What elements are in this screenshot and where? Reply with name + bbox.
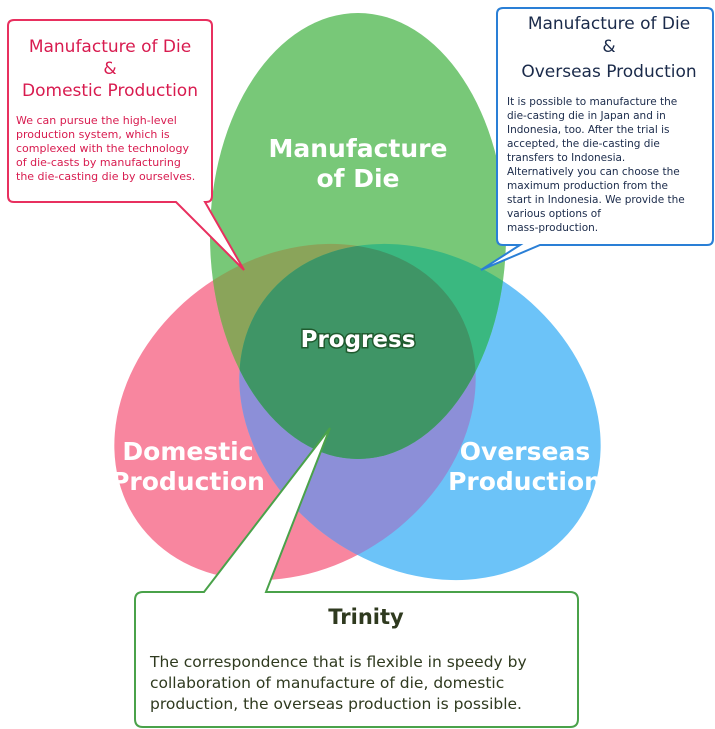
- callout-domestic-body: We can pursue the high-level production …: [16, 114, 195, 183]
- manufacture-label-line1: Manufacture: [269, 134, 448, 163]
- overseas-label-line1: Overseas: [460, 437, 590, 466]
- manufacture-label-line2: of Die: [316, 164, 399, 193]
- callout-overseas-body-line: Indonesia, too. After the trial is: [507, 124, 669, 136]
- callout-trinity-body-line: production, the overseas production is p…: [150, 695, 522, 713]
- callout-domestic-title-2: &: [103, 59, 116, 79]
- domestic-label-line1: Domestic: [122, 437, 253, 466]
- callout-overseas-body-line: die-casting die in Japan and in: [507, 110, 666, 122]
- callout-trinity-box: [134, 427, 579, 728]
- callout-domestic-title-3: Domestic Production: [22, 81, 198, 101]
- callout-trinity-body-line: collaboration of manufacture of die, dom…: [150, 674, 504, 692]
- overseas-label-line2: Production: [448, 467, 602, 496]
- callout-trinity-body: The correspondence that is flexible in s…: [149, 653, 527, 713]
- callout-trinity-body-line: The correspondence that is flexible in s…: [149, 653, 527, 671]
- callout-overseas-body-line: maximum production from the: [507, 180, 668, 192]
- callout-overseas-body-line: mass-production.: [507, 222, 598, 234]
- callout-domestic-box: [7, 19, 245, 271]
- callout-overseas-title-1: Manufacture of Die: [528, 14, 690, 34]
- callout-overseas-body-line: Alternatively you can choose the: [507, 166, 680, 178]
- callout-overseas-title-3: Overseas Production: [521, 62, 696, 82]
- callout-overseas-body-line: It is possible to manufacture the: [507, 96, 677, 108]
- callout-overseas-body-line: various options of: [507, 208, 601, 220]
- callout-overseas-body-line: start in Indonesia. We provide the: [507, 194, 685, 206]
- progress-label: Progress: [301, 327, 416, 353]
- callout-domestic-body-line: complexed with the technology: [16, 142, 189, 155]
- callout-overseas-body-line: accepted, the die-casting die: [507, 138, 660, 150]
- callout-overseas-box: [480, 7, 714, 271]
- callout-overseas-title-2: &: [602, 37, 615, 57]
- domestic-label-line2: Production: [111, 467, 265, 496]
- callout-domestic-body-line: the die-casting die by ourselves.: [16, 170, 195, 183]
- callout-overseas-body-line: transfers to Indonesia.: [507, 152, 625, 164]
- callout-domestic-title-1: Manufacture of Die: [29, 37, 191, 57]
- callout-overseas-body: It is possible to manufacture the die-ca…: [507, 96, 685, 234]
- callout-domestic-body-line: of die-casts by manufacturing: [16, 156, 181, 169]
- callout-trinity-title: Trinity: [328, 605, 404, 629]
- callout-domestic-body-line: We can pursue the high-level: [16, 114, 177, 127]
- callout-domestic-body-line: production system, which is: [16, 128, 170, 141]
